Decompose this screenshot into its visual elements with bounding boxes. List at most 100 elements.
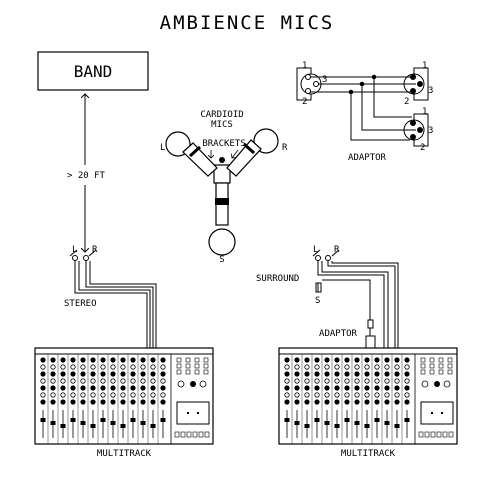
mixer-knob xyxy=(364,357,370,363)
xlr-out1-pin3-label: 3 xyxy=(428,86,433,96)
mixer-knob xyxy=(130,399,136,405)
mixer-fader-cap xyxy=(304,424,310,428)
mixer-button xyxy=(192,431,198,438)
mixer-knob xyxy=(314,385,320,391)
xlr-out1-pin3 xyxy=(417,81,423,87)
mixer-knob xyxy=(110,385,116,391)
surround-label: SURROUND xyxy=(256,274,299,284)
mixer-fader-cap xyxy=(60,424,66,428)
mixer-knob xyxy=(130,392,136,398)
mixer-knob xyxy=(324,364,330,370)
mixer-knob xyxy=(294,392,300,398)
mixer-knob xyxy=(374,371,380,377)
mixer-knob xyxy=(130,385,136,391)
mixer-knob xyxy=(60,378,66,384)
mixer-knob xyxy=(100,364,106,370)
mixer-knob xyxy=(394,378,400,384)
mixer-knob xyxy=(364,399,370,405)
mixer-master-knob xyxy=(443,380,451,388)
mixer-knob xyxy=(150,364,156,370)
mixer-knob xyxy=(140,364,146,370)
mixer-meter xyxy=(447,369,453,375)
mixer-display-dot xyxy=(197,412,199,414)
mixer-knob xyxy=(80,385,86,391)
mixer-button xyxy=(180,431,186,438)
mixer-knob xyxy=(50,364,56,370)
mixer-knob xyxy=(314,371,320,377)
mixer-knob xyxy=(354,378,360,384)
mic-right: R xyxy=(226,128,288,177)
mic-left-band xyxy=(188,145,202,158)
mixer-meter xyxy=(176,363,182,369)
surround-right-label: R xyxy=(334,245,340,255)
mixer-knob xyxy=(284,378,290,384)
mixer-knob xyxy=(40,385,46,391)
wire-pin2 xyxy=(310,91,410,141)
stereo-plug-left-tip xyxy=(72,255,78,261)
mixer-knob xyxy=(314,364,320,370)
mixer-knob xyxy=(354,357,360,363)
mic-right-body xyxy=(226,139,262,177)
mixer-fader-cap xyxy=(364,424,370,428)
wire-pin3 xyxy=(318,83,416,131)
mixer-knob xyxy=(384,371,390,377)
mixer-knob xyxy=(314,357,320,363)
mixer-knob xyxy=(384,385,390,391)
mixer-knob xyxy=(354,392,360,398)
mixer-knob xyxy=(160,378,166,384)
mixer-fader-cap xyxy=(140,421,146,425)
mixer-display-dot xyxy=(187,412,189,414)
mixer-display-dot xyxy=(441,412,443,414)
mixer-knob xyxy=(120,371,126,377)
mixer-master-knob xyxy=(421,380,429,388)
surround-cable-left-2 xyxy=(321,261,389,348)
mixer-knob xyxy=(334,399,340,405)
stereo-right-label: R xyxy=(92,245,98,255)
mixer-knob xyxy=(50,357,56,363)
stereo-left-label: L xyxy=(72,245,77,255)
mixer-knob xyxy=(294,357,300,363)
mixer-meter xyxy=(194,357,200,363)
mixer-knob xyxy=(100,392,106,398)
mixer-knob xyxy=(100,378,106,384)
mixer-right xyxy=(278,347,458,445)
mixer-knob xyxy=(90,399,96,405)
junction-pin3 xyxy=(359,81,365,87)
mixer-meter xyxy=(203,357,209,363)
mixer-meter xyxy=(176,357,182,363)
mixer-right-label: MULTITRACK xyxy=(341,449,396,459)
mixer-knob xyxy=(120,385,126,391)
mixer-knob xyxy=(394,399,400,405)
mixer-master-knob xyxy=(177,380,185,388)
mixer-knob xyxy=(344,371,350,377)
mixer-meter xyxy=(438,369,444,375)
mixer-knob xyxy=(394,392,400,398)
mixer-knob xyxy=(404,392,410,398)
mixer-fader-cap xyxy=(120,424,126,428)
mixer-knob xyxy=(140,399,146,405)
surround-cable-right-2 xyxy=(331,261,399,348)
mixer-knob xyxy=(294,378,300,384)
mixer-button xyxy=(198,431,204,438)
mixer-knob xyxy=(140,392,146,398)
mixer-knob xyxy=(324,399,330,405)
stereo-plug-right-tip xyxy=(83,255,89,261)
surround-cable-right xyxy=(327,261,396,348)
mixer-knob xyxy=(140,378,146,384)
brackets-label: BRACKETS xyxy=(202,139,245,149)
mixer-knob xyxy=(404,385,410,391)
stereo-plug-left xyxy=(69,249,78,257)
distance-label: > 20 FT xyxy=(67,171,106,181)
mixer-knob xyxy=(80,399,86,405)
mixer-knob xyxy=(374,399,380,405)
mixer-meter xyxy=(176,369,182,375)
mixer-knob xyxy=(394,385,400,391)
mixer-knob xyxy=(324,357,330,363)
surround-s-label: S xyxy=(315,296,320,306)
mixer-button xyxy=(448,431,454,438)
mixer-knob xyxy=(344,385,350,391)
cardioid-label-2: MICS xyxy=(211,120,233,130)
mixer-fader-cap xyxy=(284,418,290,422)
mixer-knob xyxy=(80,371,86,377)
mixer-knob xyxy=(354,364,360,370)
